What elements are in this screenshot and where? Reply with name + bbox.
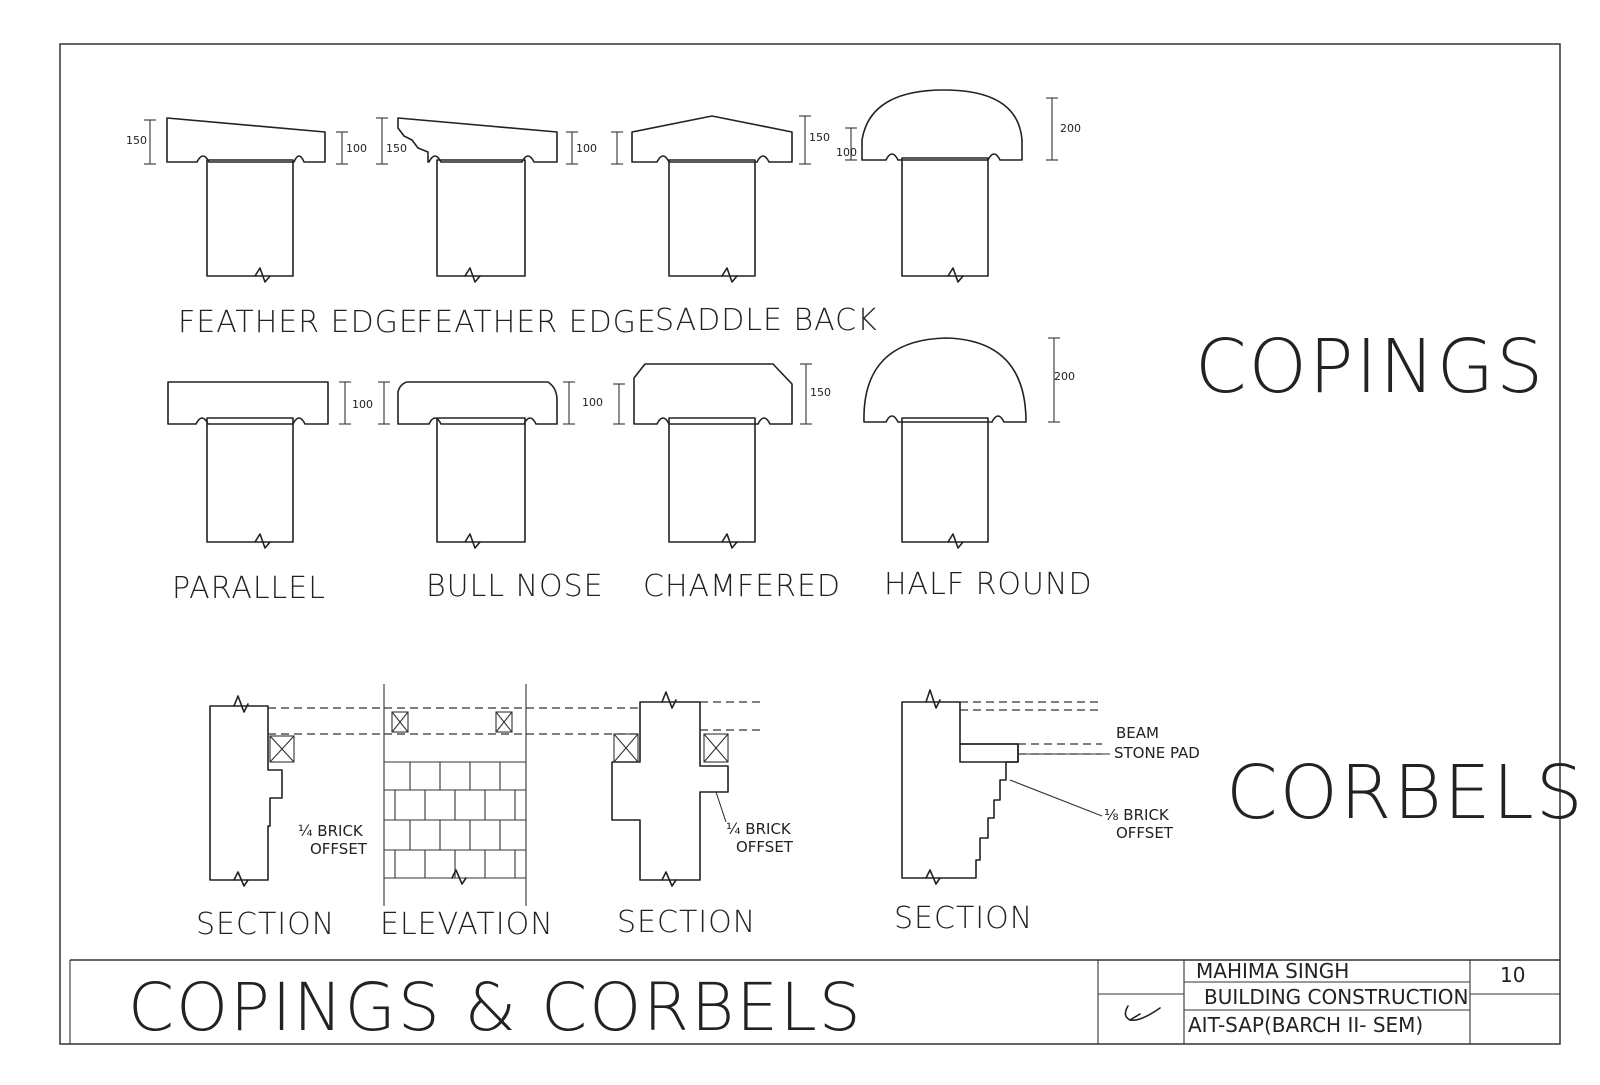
coping-parallel: 100 [167,381,373,549]
label-section-1: SECTION [196,907,335,942]
dim-ch: 150 [810,386,831,399]
dim-fe2-left: 150 [386,142,407,155]
heading-copings: COPINGS [1195,324,1545,410]
author-name: MAHIMA SINGH [1196,959,1349,983]
label-parallel: PARALLEL [172,571,326,606]
stone-pad [959,743,1019,763]
coping-chamfered: 150 [613,363,831,549]
label-elevation: ELEVATION [380,907,554,942]
note-offset-3-a: ⅛ BRICK [1104,806,1170,824]
sheet-title: COPINGS & CORBELS [128,969,863,1046]
dim-fe1-left: 150 [126,134,147,147]
note-offset-1-b: OFFSET [310,840,368,858]
coping-half-round-2: 200 [863,337,1075,549]
note-offset-2-a: ¼ BRICK [726,820,792,838]
dim-hr1-left: 100 [836,146,857,159]
coping-half-round-1: 100 200 [836,89,1081,283]
dim-fe1-right: 100 [346,142,367,155]
institute-name: AIT-SAP(BARCH II- SEM) [1188,1013,1423,1037]
coping-feather-edge-1: 150 100 [126,117,367,283]
label-section-2: SECTION [617,905,756,940]
label-feather-edge-2: FEATHER EDGE [416,305,657,340]
dim-par: 100 [352,398,373,411]
label-bull-nose: BULL NOSE [426,569,604,604]
dim-fe2-right: 100 [576,142,597,155]
corbel-section-3: BEAM STONE PAD ⅛ BRICK OFFSET [901,689,1200,885]
subject-name: BUILDING CONSTRUCTION [1204,985,1468,1009]
label-feather-edge-1: FEATHER EDGE [178,305,419,340]
note-beam: BEAM [1116,724,1159,742]
sheet-border [59,43,1561,1045]
dim-hr1-right: 200 [1060,122,1081,135]
coping-bull-nose: 100 [378,381,603,549]
corbel-section-2: ¼ BRICK OFFSET [526,691,794,887]
title-block: COPINGS & CORBELS MAHIMA SINGH BUILDING … [69,959,1560,1046]
label-saddle-back: SADDLE BACK [655,303,878,338]
label-section-3: SECTION [894,901,1033,936]
signature [1124,1005,1161,1022]
coping-feather-edge-2: 150 100 [376,117,597,283]
note-stone-pad: STONE PAD [1114,744,1200,762]
note-offset-2-b: OFFSET [736,838,794,856]
note-offset-1-a: ¼ BRICK [298,822,364,840]
heading-corbels: CORBELS [1226,750,1585,836]
dim-sb-right: 150 [809,131,830,144]
label-half-round: HALF ROUND [884,567,1093,602]
label-chamfered: CHAMFERED [643,569,841,604]
coping-saddle-back: 150 [611,115,830,283]
dim-hr2: 200 [1054,370,1075,383]
note-offset-3-b: OFFSET [1116,824,1174,842]
dim-bn: 100 [582,396,603,409]
corbel-elevation [383,684,527,906]
corbel-section-1: ¼ BRICK OFFSET [209,695,380,887]
sheet-number: 10 [1500,963,1525,987]
